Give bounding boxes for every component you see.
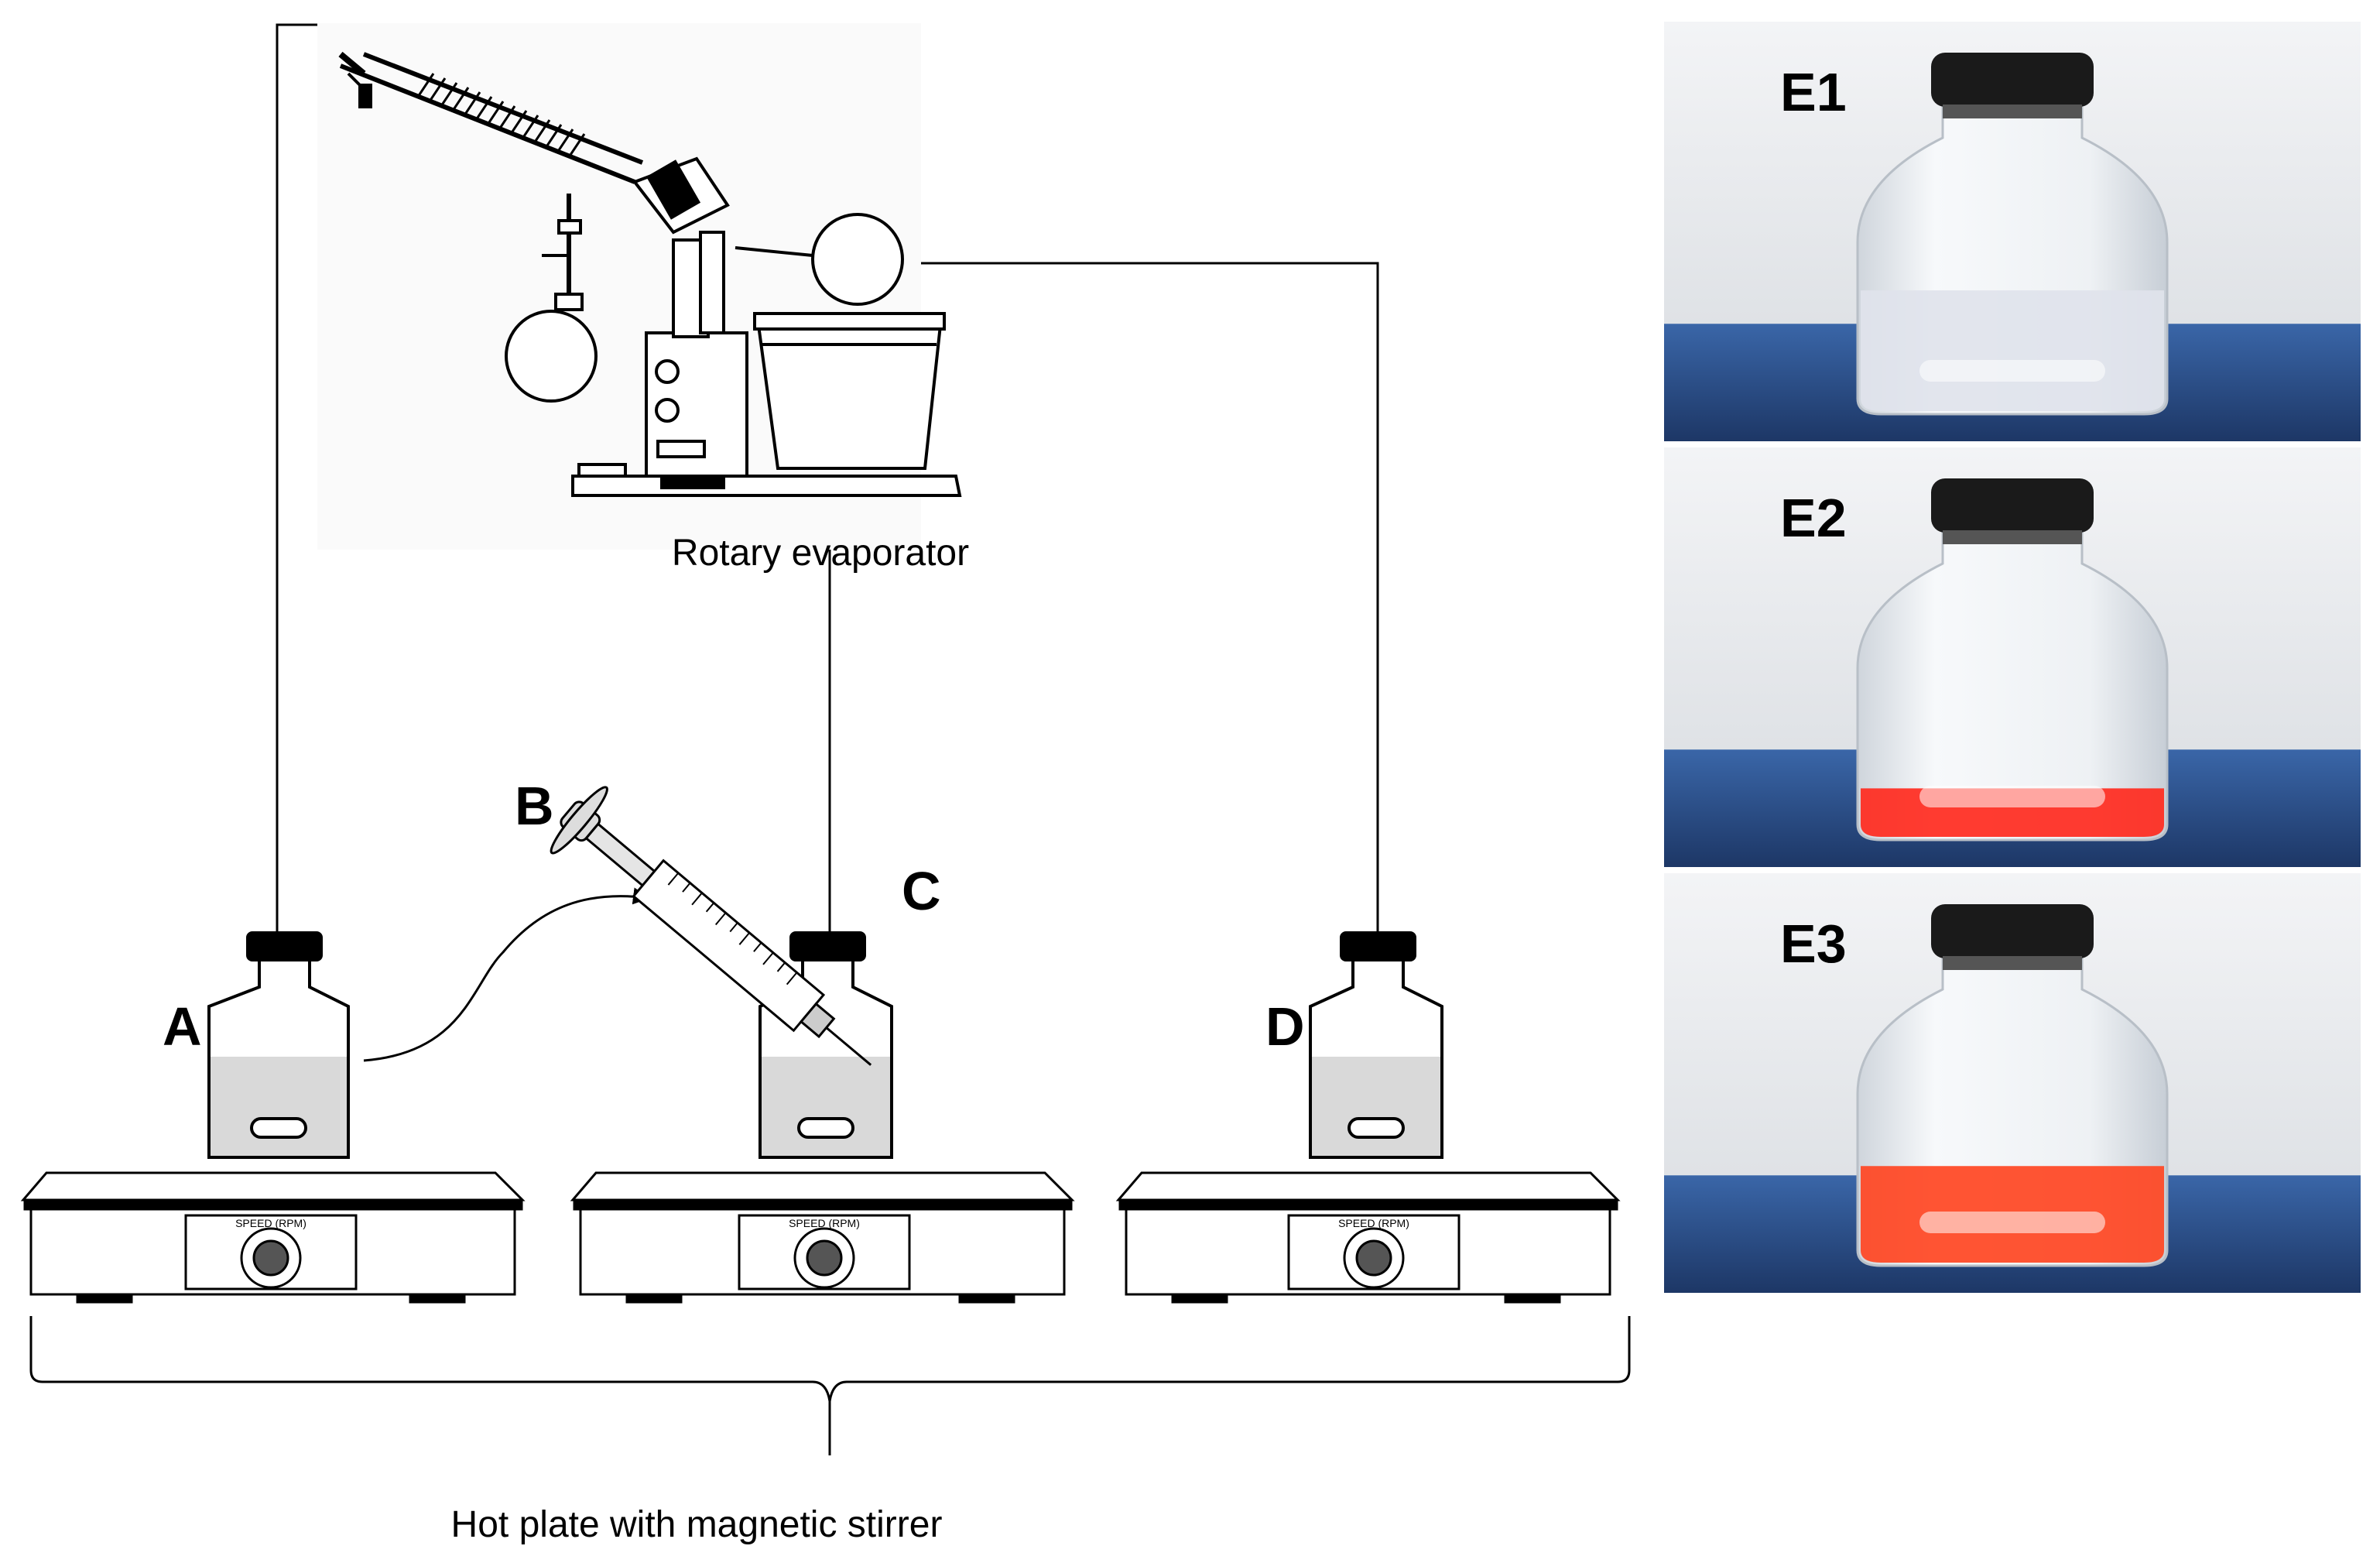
svg-text:SPEED (RPM): SPEED (RPM) (1338, 1217, 1409, 1229)
stir-bar (1919, 1212, 2105, 1233)
photo-label: E2 (1780, 488, 1847, 548)
svg-text:SPEED (RPM): SPEED (RPM) (789, 1217, 860, 1229)
photo-e2: E2 (1664, 447, 2361, 867)
photo-e1: E1 (1664, 22, 2361, 441)
vial-a-label: A (163, 996, 202, 1057)
photo-e3: E3 (1664, 873, 2361, 1293)
stir-bar (1919, 360, 2105, 382)
bottle-cap (1931, 904, 2094, 958)
arrow-evaporator-to-d (902, 262, 1382, 1048)
bottle-liquid (1861, 290, 2164, 411)
vial-d-label: D (1265, 996, 1305, 1057)
vial-a (207, 931, 350, 1159)
photo-label: E3 (1780, 913, 1847, 974)
stir-bar (1919, 786, 2105, 807)
syringe-b-label: B (515, 776, 554, 836)
photo-label: E1 (1780, 62, 1847, 122)
vial-d (1309, 931, 1443, 1159)
svg-text:SPEED (RPM): SPEED (RPM) (235, 1217, 306, 1229)
hot-plate-right: SPEED (RPM) (1115, 1171, 1621, 1304)
rotary-evaporator-icon (317, 23, 962, 550)
hot-plate-left: SPEED (RPM) (20, 1171, 526, 1304)
hot-plate-middle: SPEED (RPM) (570, 1171, 1075, 1304)
vial-c-label: C (902, 861, 941, 921)
hot-plate-brace (29, 1316, 1631, 1455)
syringe-icon (550, 786, 872, 1066)
bottle-cap (1931, 478, 2094, 533)
rotary-evaporator-label: Rotary evaporator (672, 533, 969, 574)
bottle-cap (1931, 53, 2094, 107)
hot-plate-label: Hot plate with magnetic stirrer (451, 1504, 943, 1545)
arrow-a-to-syringe (363, 887, 650, 1062)
bottle-body (1856, 519, 2169, 841)
